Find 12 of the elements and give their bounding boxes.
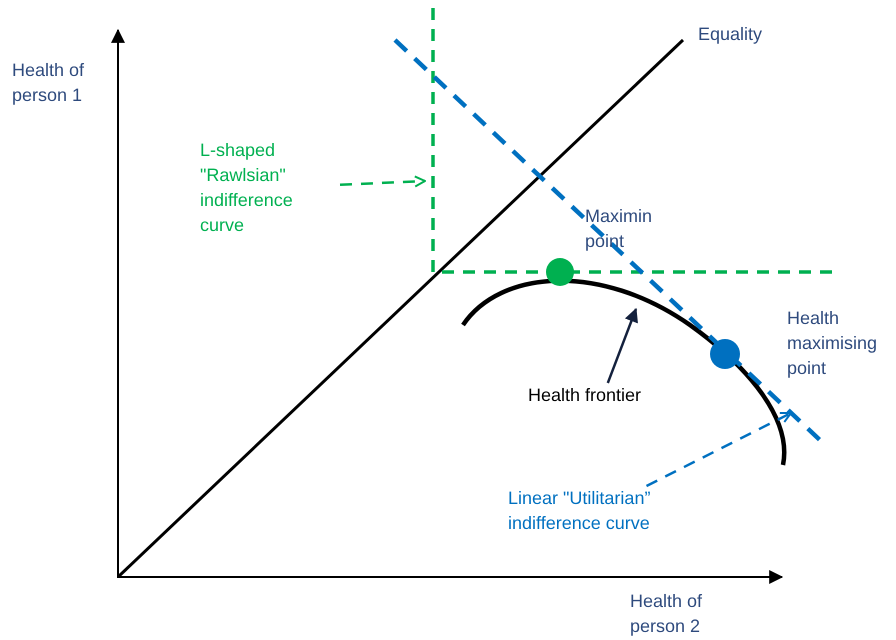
axis-title: Health of person 1: [12, 59, 86, 107]
leader-arrow: [340, 175, 426, 188]
point-label: Maximin point: [585, 205, 654, 253]
curve-annotation: Linear "Utilitarian” indifference curve: [508, 486, 686, 536]
line-label: Equality: [698, 23, 764, 46]
leader-arrow: [646, 412, 792, 488]
leader-arrow: [606, 308, 638, 384]
curve-annotation: L-shaped "Rawlsian" indifference curve: [200, 138, 340, 238]
axis-title: Health of person 2: [630, 590, 704, 638]
curve-annotation: Health frontier: [528, 383, 678, 408]
point-label: Health maximising point: [787, 307, 878, 380]
health-frontier-curve: [461, 278, 786, 466]
